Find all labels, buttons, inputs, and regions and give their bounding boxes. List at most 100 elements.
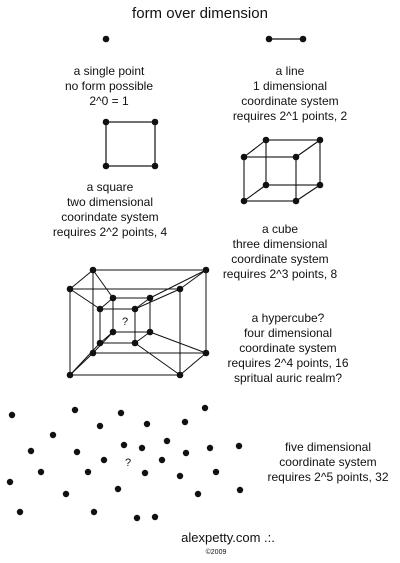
- vertex-dot: [96, 422, 104, 430]
- vertex-dot: [96, 339, 104, 347]
- vertex-dot: [235, 442, 243, 450]
- edge: [295, 139, 321, 158]
- vertex-dot: [133, 514, 141, 522]
- cube-figure: [240, 136, 324, 205]
- caption-hypercube: a hypercube? four dimensional coordinate…: [227, 311, 348, 386]
- edge: [149, 269, 207, 299]
- caption-line: a single point: [73, 64, 145, 78]
- five-d-question-mark: ?: [125, 457, 131, 469]
- vertex-dot: [143, 420, 151, 428]
- caption-square: a square two dimensional coorindate syst…: [53, 180, 167, 240]
- vertex-dot: [201, 404, 209, 412]
- caption-five-dimensional: five dimensional coordinate system requi…: [267, 440, 388, 485]
- caption-line: 2^0 = 1: [89, 94, 129, 108]
- square-figure: [102, 118, 159, 170]
- vertex-dot: [181, 418, 189, 426]
- cube-back-face: [265, 139, 321, 186]
- caption-line: requires 2^5 points, 32: [267, 470, 389, 484]
- vertex-dot: [66, 285, 74, 293]
- vertex-dot: [240, 197, 248, 205]
- vertex-dot: [131, 305, 139, 313]
- line-figure: [265, 35, 307, 43]
- vertex-dot: [6, 478, 14, 486]
- edge: [295, 184, 321, 202]
- caption-line: a hypercube?: [251, 311, 325, 325]
- vertex-dot: [176, 285, 184, 293]
- vertex-dot: [206, 444, 214, 452]
- caption-line: five dimensional: [284, 440, 372, 454]
- caption-line: requires 2^3 points, 8: [222, 267, 338, 281]
- caption-line: requires 2^1 points, 2: [232, 109, 348, 123]
- vertex-dot: [120, 441, 128, 449]
- vertex-dot: [109, 294, 117, 302]
- caption-line: four dimensional: [243, 326, 333, 340]
- vertex-dot: [292, 197, 300, 205]
- caption-cube: a cube three dimensional coordinate syst…: [223, 222, 337, 282]
- vertex-dot: [182, 449, 190, 457]
- edge: [179, 269, 207, 290]
- caption-line: 1 dimensional: [252, 79, 328, 93]
- caption-line: coorindate system: [61, 210, 159, 224]
- edge: [92, 269, 114, 299]
- inner-front-face: [99, 308, 136, 344]
- vertex-dot: [146, 294, 154, 302]
- caption-line: three dimensional: [232, 237, 328, 251]
- caption-line: a line: [275, 64, 305, 78]
- edge: [179, 352, 207, 376]
- vertex-dot: [89, 266, 97, 274]
- vertex-dot: [151, 513, 159, 521]
- edge: [243, 184, 267, 202]
- vertex-dot: [262, 136, 270, 144]
- vertex-dot: [202, 266, 210, 274]
- vertex-dot: [236, 486, 244, 494]
- vertex-dot: [49, 431, 57, 439]
- vertex-dot: [202, 349, 210, 357]
- edge: [69, 269, 94, 290]
- vertex-dot: [151, 162, 159, 170]
- vertex-dot: [292, 153, 300, 161]
- vertex-dot: [8, 411, 16, 419]
- caption-line: requires 2^2 points, 4: [52, 225, 168, 239]
- caption-line: coordinate system: [231, 252, 329, 266]
- vertex-dot: [90, 508, 98, 516]
- vertex-dot: [262, 181, 270, 189]
- vertex-dot: [117, 409, 125, 417]
- caption-line: a square: [86, 180, 134, 194]
- vertex-dot: [109, 328, 117, 336]
- cube-front-face: [243, 156, 297, 202]
- vertex-dot: [102, 162, 110, 170]
- vertex-dot: [146, 328, 154, 336]
- vertex-dot: [62, 490, 70, 498]
- vertex-dot: [299, 35, 307, 43]
- vertex-dot: [131, 339, 139, 347]
- vertex-dot: [138, 444, 146, 452]
- outer-front-face: [69, 288, 181, 376]
- point-figure: [102, 35, 110, 43]
- caption-line: spritual auric realm?: [233, 371, 343, 385]
- vertex-dot: [240, 153, 248, 161]
- vertex-dot: [71, 406, 79, 414]
- edge: [69, 342, 101, 376]
- vertex-dot: [89, 349, 97, 357]
- vertex-dot: [73, 448, 81, 456]
- vertex-dot: [194, 490, 202, 498]
- vertex-dot: [212, 468, 220, 476]
- vertex-dot: [163, 437, 171, 445]
- vertex-dot: [102, 118, 110, 126]
- edge: [243, 139, 267, 158]
- edge: [69, 288, 101, 310]
- vertex-dot: [176, 472, 184, 480]
- caption-line: two dimensional: [66, 195, 154, 209]
- caption-line-figure: a line 1 dimensional coordinate system r…: [233, 64, 347, 124]
- caption-point: a single point no form possible 2^0 = 1: [65, 64, 153, 109]
- square-outline: [105, 121, 156, 167]
- vertex-dot: [66, 371, 74, 379]
- vertex-dot: [16, 508, 24, 516]
- vertex-dot: [27, 447, 35, 455]
- caption-line: a cube: [261, 222, 299, 236]
- edge: [134, 288, 181, 310]
- edge: [149, 331, 207, 354]
- vertex-dot: [176, 371, 184, 379]
- edge: [134, 342, 181, 376]
- inner-back-face: [112, 297, 151, 333]
